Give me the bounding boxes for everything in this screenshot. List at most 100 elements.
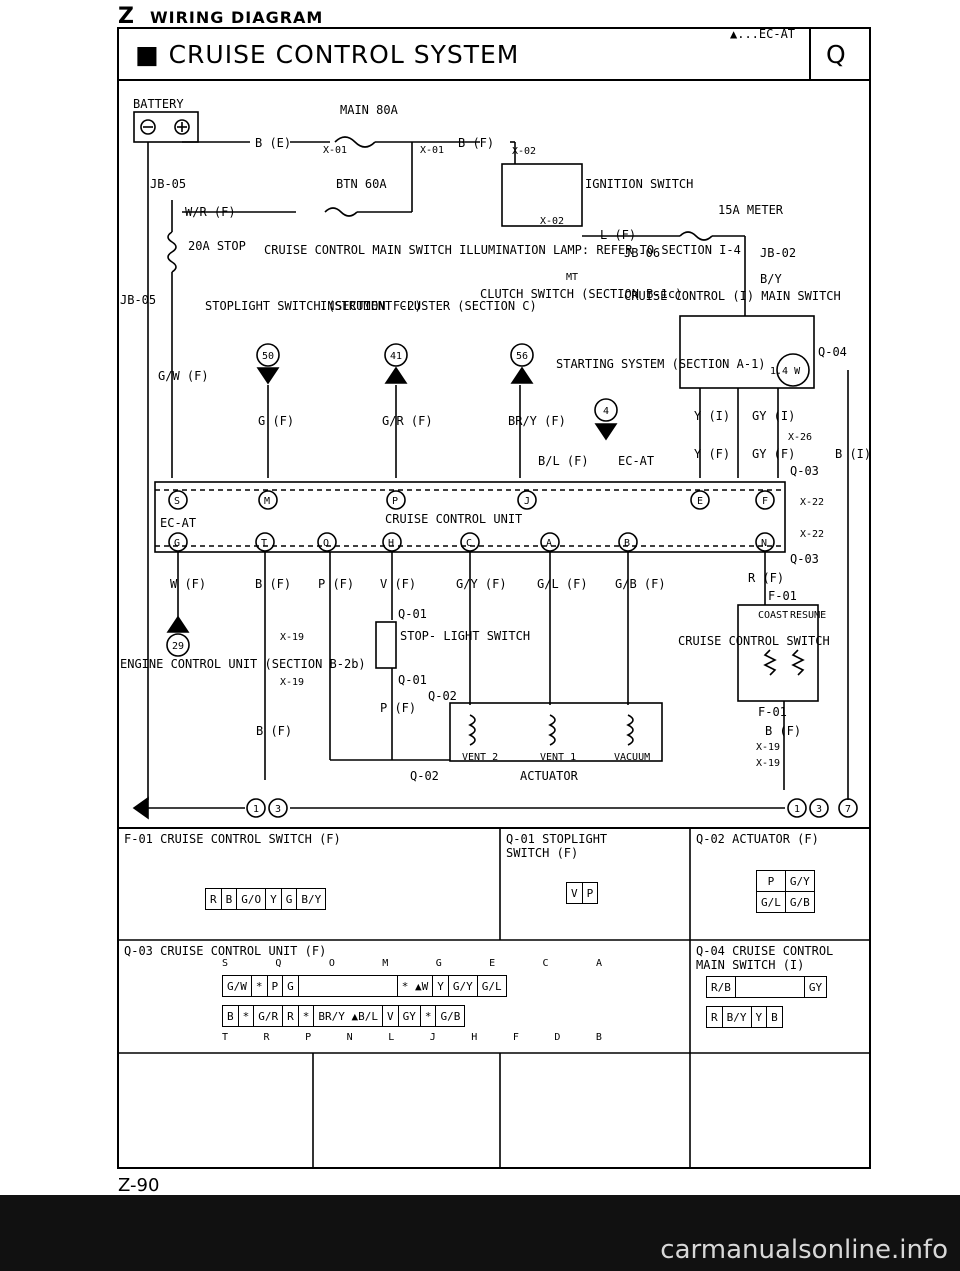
pin: BR/Y ▲B/L <box>313 1005 383 1027</box>
unit-pin: F <box>762 496 768 507</box>
wire-label: G/L (F) <box>537 577 588 591</box>
actuator-label: ACTUATOR <box>520 769 579 783</box>
x01-label: X-01 <box>323 145 347 156</box>
x19-label: X-19 <box>280 632 304 643</box>
jb02-label: JB-02 <box>760 246 796 260</box>
q02-label: Q-02 <box>410 769 439 783</box>
pin: R <box>706 1006 723 1028</box>
unit-pin: H <box>388 538 394 549</box>
unit-pin: M <box>264 496 270 507</box>
page-frame <box>117 27 871 1169</box>
jb05b-label: JB-05 <box>120 293 156 307</box>
pin: B <box>220 888 238 910</box>
pin: GY <box>803 976 828 998</box>
wire-label: P (F) <box>380 701 416 715</box>
pin-letter: G <box>435 958 442 969</box>
unit-pin: A <box>546 538 552 549</box>
pin: V <box>381 1005 399 1027</box>
q04-connector-row2: R B/Y Y B <box>706 1006 783 1028</box>
pin-letter: N <box>346 1032 353 1043</box>
pin-letter: C <box>542 958 549 969</box>
pin: * <box>419 1005 437 1027</box>
pin: * ▲W <box>396 975 434 997</box>
x02-label: X-02 <box>540 216 564 227</box>
vent2-label: VENT 2 <box>462 752 498 763</box>
cruise-control-switch-label: CRUISE CONTROL SWITCH <box>678 634 830 648</box>
pin: * <box>250 975 268 997</box>
clutch-switch-label: CLUTCH SWITCH (SECTION B-1c) <box>480 287 682 301</box>
meter-fuse-label: 15A METER <box>718 203 784 217</box>
pin: G/B <box>435 1005 466 1027</box>
pin: R/B <box>706 976 736 998</box>
pin-letter: B <box>595 1032 602 1043</box>
f01-connector-title: F-01 CRUISE CONTROL SWITCH (F) <box>124 832 341 846</box>
wire-label: G/Y (F) <box>456 577 507 591</box>
pin-letter: D <box>554 1032 561 1043</box>
pin-letter: S <box>222 958 229 969</box>
q04-connector-title: Q-04 CRUISE CONTROL MAIN SWITCH (I) <box>696 944 834 972</box>
ec-at-label: EC-AT <box>160 516 196 530</box>
page-title: ■ CRUISE CONTROL SYSTEM <box>135 40 520 69</box>
wire-label: L (F) <box>600 228 636 242</box>
actuator-box <box>449 702 663 762</box>
pin: G/W <box>222 975 252 997</box>
bottom-band <box>0 1195 960 1271</box>
wattage-label: 1.4 W <box>770 366 801 377</box>
vacuum-label: VACUUM <box>614 752 650 763</box>
pin: G <box>282 975 299 997</box>
unit-pin: S <box>174 496 180 507</box>
wire-label: B (I) <box>835 447 871 461</box>
unit-label: CRUISE CONTROL UNIT <box>385 512 522 526</box>
btn-fuse-label: BTN 60A <box>336 177 387 191</box>
pin: GY <box>397 1005 421 1027</box>
q01-connector-title: Q-01 STOPLIGHT SWITCH (F) <box>506 832 608 860</box>
main-switch-label: CRUISE CONTROL (I) MAIN SWITCH <box>624 289 841 303</box>
wire-label: B/L (F) <box>538 454 589 468</box>
pin: P <box>756 870 786 892</box>
wire-label: G/B (F) <box>615 577 666 591</box>
pin: G/L <box>476 975 507 997</box>
pin: G/Y <box>447 975 478 997</box>
q04-label: Q-04 <box>818 345 847 359</box>
x22-label: X-22 <box>800 497 824 508</box>
pin: G <box>280 888 298 910</box>
q01-connector: V P <box>566 882 599 904</box>
wire-label: W/R (F) <box>185 205 236 219</box>
wire-label: W (F) <box>170 577 206 591</box>
x01-label: X-01 <box>420 145 444 156</box>
ignition-switch-box <box>501 163 583 227</box>
q04-connector-row1: R/B GY <box>706 976 828 998</box>
blank-pin <box>297 975 398 997</box>
f01-label: F-01 <box>758 705 787 719</box>
wire-label: G (F) <box>258 414 294 428</box>
pin: Y <box>432 975 449 997</box>
unit-pin: O <box>323 538 329 549</box>
pin: * <box>297 1005 315 1027</box>
starting-system-label: STARTING SYSTEM (SECTION A-1) <box>556 357 766 371</box>
pin: B <box>766 1006 783 1028</box>
wire-label: B/Y <box>760 272 782 286</box>
connector-41: 41 <box>390 351 402 362</box>
wire-label: Y (F) <box>694 447 730 461</box>
q03-connector-row2: B * G/R R * BR/Y ▲B/L V GY * G/B <box>222 1005 466 1027</box>
x22-label: X-22 <box>800 529 824 540</box>
battery-label: BATTERY <box>133 97 184 111</box>
pin-letter: L <box>388 1032 395 1043</box>
resume-label: RESUME <box>790 610 826 621</box>
x02-label: X-02 <box>512 146 536 157</box>
connector-3: 3 <box>275 804 281 815</box>
unit-pin: B <box>624 538 630 549</box>
instrument-cluster-label: INSTRUMENT CLUSTER (SECTION C) <box>320 299 537 313</box>
pin: G/R <box>253 1005 284 1027</box>
mt-label: MT <box>566 272 578 283</box>
pin: B/Y <box>721 1006 752 1028</box>
pin: G/B <box>784 891 815 913</box>
wire-label: V (F) <box>380 577 416 591</box>
battery-symbol <box>133 111 199 143</box>
code-tag: ▲...EC-AT <box>730 27 796 41</box>
q03-label: Q-03 <box>790 552 819 566</box>
jb06-label: JB-06 <box>624 246 660 260</box>
x26-label: X-26 <box>788 432 812 443</box>
ecu-label: ENGINE CONTROL UNIT (SECTION B-2b) <box>120 657 366 671</box>
